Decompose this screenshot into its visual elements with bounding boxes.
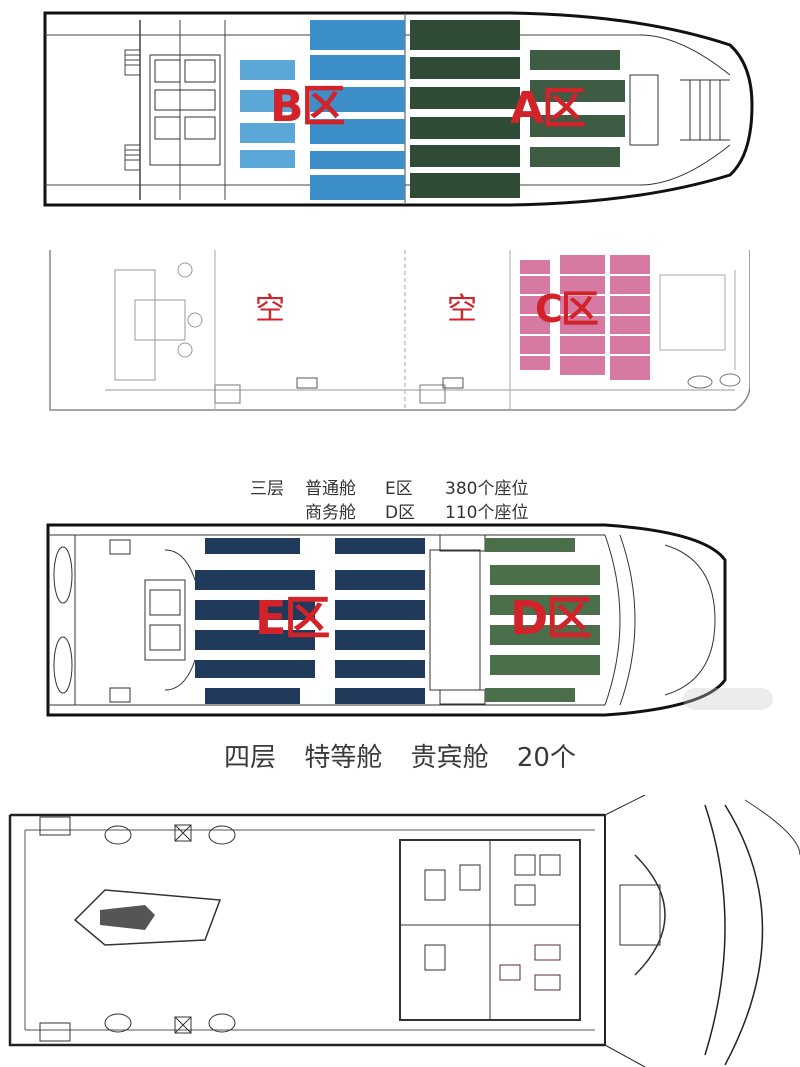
zone-e-label: E区 (255, 591, 330, 645)
fourth-deck-plan (5, 795, 800, 1067)
caption-zone-d: D区 (385, 503, 416, 523)
zone-d-label: D区 (510, 591, 592, 645)
caption-deck: 三层 (250, 479, 284, 499)
third-deck-plan: E区 D区 (45, 520, 730, 720)
third-deck-drawing (46, 523, 727, 717)
watermark (683, 688, 773, 710)
upper-deck-drawing (43, 11, 754, 207)
middle-deck-drawing (49, 250, 750, 411)
caption-seats-economy: 380个座位 (445, 479, 529, 499)
zone-a-seats (410, 20, 625, 198)
empty-area-right-label: 空 (447, 292, 477, 327)
upper-deck-plan: B区 A区 (40, 5, 760, 210)
zone-b-seats (240, 20, 405, 200)
deck3-caption-line2: 商务舱 D区 110个座位 (0, 502, 800, 524)
deck3-caption-line1: 三层 普通舱 E区 380个座位 (0, 478, 800, 500)
deck4-title-count: 20个 (516, 743, 576, 773)
deck4-title: 四层 特等舱 贵宾舱 20个 (0, 740, 800, 776)
fourth-deck-drawing (8, 795, 800, 1067)
zone-a-label: A区 (510, 83, 586, 134)
zone-c-seats (520, 255, 650, 380)
middle-deck-plan: 空 空 C区 (45, 250, 750, 415)
caption-seats-business: 110个座位 (445, 503, 529, 523)
caption-cabin-business: 商务舱 (305, 503, 356, 523)
deck4-title-cabin: 贵宾舱 (410, 743, 489, 773)
zone-d-seats (485, 538, 600, 702)
zone-e-seats (195, 538, 425, 704)
empty-area-left-label: 空 (255, 292, 285, 327)
deck4-title-deck: 四层 (224, 743, 277, 773)
deck4-title-class: 特等舱 (304, 743, 383, 773)
zone-b-label: B区 (270, 81, 346, 132)
caption-zone-e: E区 (385, 479, 413, 499)
caption-cabin-economy: 普通舱 (305, 479, 356, 499)
zone-c-label: C区 (535, 287, 599, 331)
